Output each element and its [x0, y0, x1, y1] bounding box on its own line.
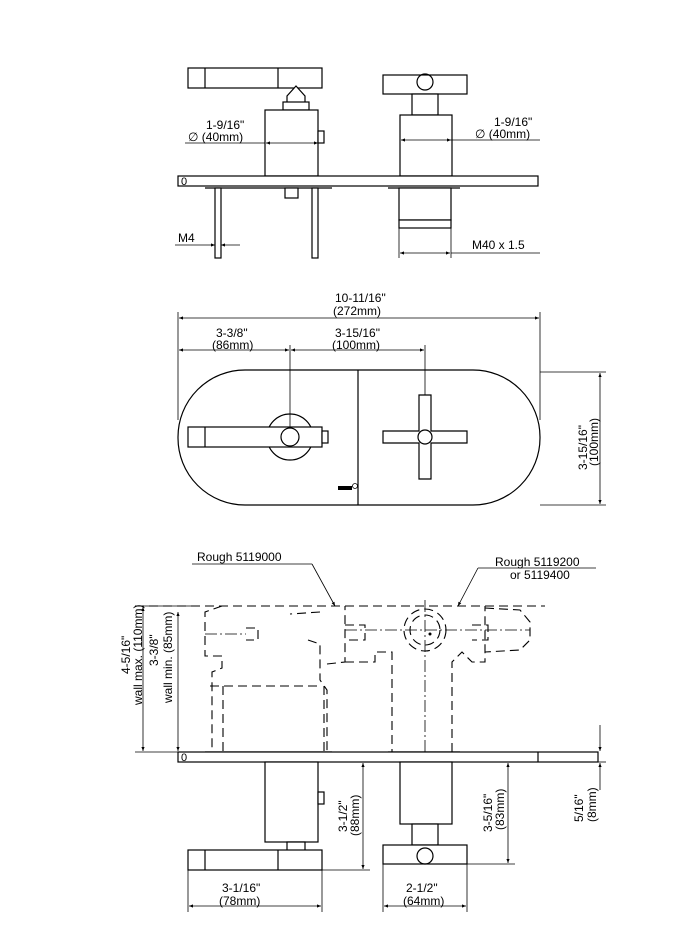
lever-projection-mm: (88mm) [348, 795, 362, 836]
left-diameter-mm: ∅ (40mm) [188, 130, 243, 144]
wall-plate [177, 175, 539, 187]
cross-projection-mm: (83mm) [493, 789, 507, 830]
lever-length-in: 3-1/16" [222, 881, 260, 895]
lever-length-mm: (78mm) [219, 894, 260, 908]
brand-logo [338, 483, 358, 490]
lever-projection-in: 3-1/2" [336, 800, 350, 832]
plate-height-in: 3-15/16" [576, 425, 590, 470]
cross-projection-in: 3-5/16" [481, 794, 495, 832]
wall-max-mm: wall max. (110mm) [131, 605, 145, 706]
rough-valve-right-alt-label: or 5119400 [510, 568, 570, 582]
section-view: Rough 5119000 Rough 5119200 or 5119400 [119, 550, 606, 912]
overall-width-in: 10-11/16" [335, 291, 386, 305]
center-distance-mm: (100mm) [332, 338, 380, 352]
plate-mark: 0 [181, 176, 187, 188]
cross-length-in: 2-1/2" [406, 881, 438, 895]
left-offset-in: 3-3/8" [216, 326, 248, 340]
left-diameter-in: 1-9/16" [206, 118, 244, 132]
m4-label: M4 [178, 231, 195, 245]
right-diameter-mm: ∅ (40mm) [475, 127, 530, 141]
cross-handle-plan [382, 394, 468, 480]
plate-thickness-in: 5/16" [572, 794, 586, 822]
plate-mark: 0 [181, 752, 187, 764]
right-diameter-in: 1-9/16" [494, 115, 532, 129]
plate-height-mm: (100mm) [587, 418, 601, 466]
overall-width-mm: (272mm) [333, 304, 381, 318]
plan-view: 10-11/16" (272mm) 3-3/8" (86mm) 3-15/16"… [177, 291, 606, 506]
wall-plate-section [177, 751, 599, 763]
wall-min-in: 3-3/8" [147, 634, 161, 666]
plate-thickness-mm: (8mm) [585, 787, 599, 822]
rough-valve-right-label: Rough 5119200 [495, 555, 580, 569]
thread-label: M40 x 1.5 [472, 238, 525, 252]
cross-length-mm: (64mm) [403, 894, 444, 908]
lever-handle-section [187, 761, 325, 871]
left-offset-mm: (86mm) [212, 338, 253, 352]
side-view: 0 1-9/16" ∅ (40mm) 1-9/16" ∅ (40mm) M4 M… [175, 67, 540, 259]
rough-valve-left-label: Rough 5119000 [197, 550, 282, 564]
center-distance-in: 3-15/16" [335, 326, 380, 340]
wall-min-mm: wall min. (85mm) [161, 612, 175, 704]
mounting-post [311, 187, 319, 259]
cross-handle-section [382, 761, 468, 865]
rough-valve-outline [135, 600, 545, 770]
trim-plate [177, 369, 541, 506]
cross-handle [382, 73, 468, 177]
mounting-post [214, 187, 222, 259]
wall-max-in: 4-5/16" [119, 636, 133, 674]
lever-handle-plan [187, 413, 329, 461]
